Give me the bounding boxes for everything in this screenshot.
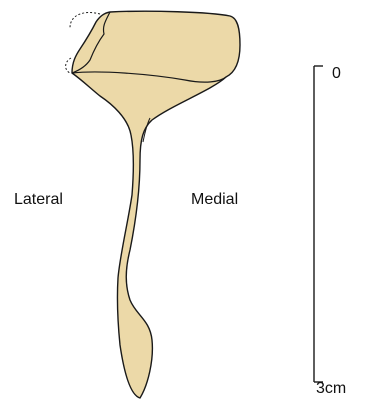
lateral-label: Lateral — [14, 192, 63, 208]
medial-label: Medial — [191, 192, 238, 208]
scale-top-label: 0 — [332, 66, 341, 82]
scale-bottom-label: 3cm — [316, 381, 346, 397]
scale-bar — [314, 66, 323, 382]
